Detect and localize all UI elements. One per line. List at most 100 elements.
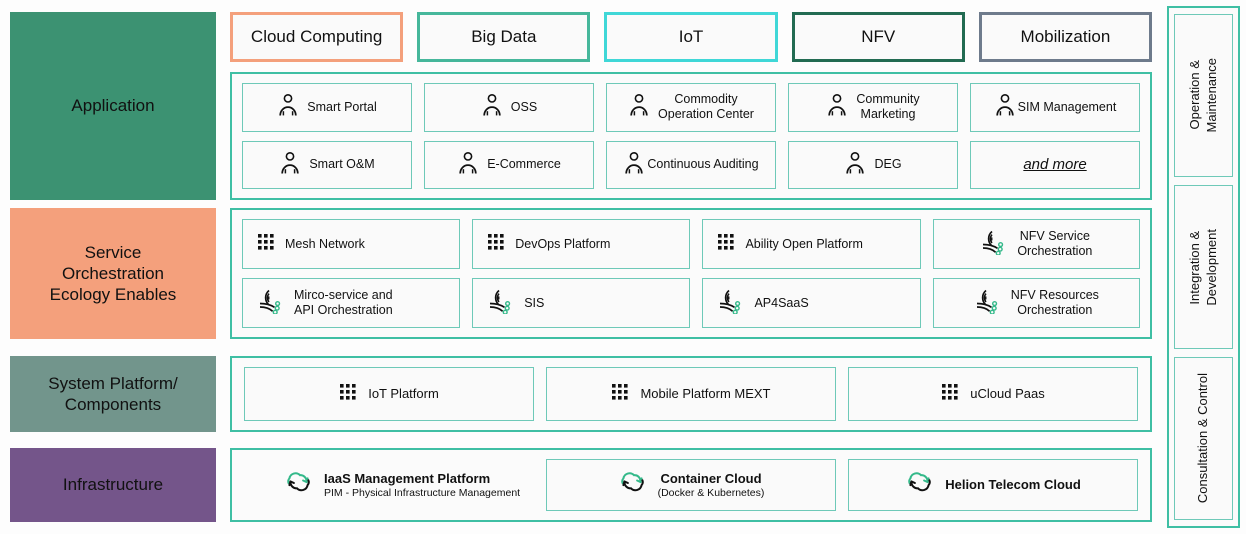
service-layer-container: Mesh Network DevOps Platform Ability Open … <box>230 208 1152 339</box>
system-item-label: Mobile Platform MEXT <box>640 386 771 402</box>
tag-nfv[interactable]: NFV <box>791 12 965 62</box>
application-item[interactable]: Community Marketing <box>788 83 958 132</box>
application-item[interactable]: DEG <box>788 140 958 189</box>
lifecycle-sidebar: Operation & Maintenance Integration & De… <box>1167 6 1240 528</box>
cloud-sync-icon <box>284 470 314 500</box>
tag-big-data-label: Big Data <box>471 27 537 46</box>
service-item[interactable]: NFV Resources Orchestration <box>932 278 1140 328</box>
person-icon <box>844 151 866 179</box>
grid-dots-icon <box>339 383 358 406</box>
service-item-label: AP4SaaS <box>754 295 809 310</box>
application-item[interactable]: and more <box>970 140 1140 189</box>
service-item[interactable]: Mirco-service and API Orchestration <box>242 278 461 328</box>
application-item[interactable]: SIM Management <box>970 83 1140 132</box>
layer-label-application: Application <box>10 12 216 200</box>
tag-cloud-computing-label: Cloud Computing <box>250 27 383 46</box>
application-item-label: Community Marketing <box>856 92 920 122</box>
service-item-label: NFV Service Orchestration <box>1017 229 1093 258</box>
service-item[interactable]: DevOps Platform <box>472 219 691 269</box>
service-item-grid: Mesh Network DevOps Platform Ability Open … <box>242 219 1140 328</box>
layer-label-system-text: System Platform/ Components <box>48 373 178 414</box>
infrastructure-item-subtitle: PIM - Physical Infrastructure Management <box>324 486 521 499</box>
sidebar-item-consultation-control[interactable]: Consultation & Control <box>1174 356 1233 520</box>
service-item[interactable]: Mesh Network <box>242 219 461 269</box>
person-icon <box>277 93 299 121</box>
service-item-label: Ability Open Platform <box>745 236 863 251</box>
system-item[interactable]: Mobile Platform MEXT <box>546 367 836 421</box>
application-item-label: and more <box>1023 155 1087 173</box>
sidebar-item-operation-maintenance-label: Operation & Maintenance <box>1186 58 1219 133</box>
sidebar-item-operation-maintenance[interactable]: Operation & Maintenance <box>1174 14 1233 178</box>
orchestration-icon <box>717 288 745 318</box>
application-item[interactable]: E-Commerce <box>424 140 594 189</box>
application-item[interactable]: OSS <box>424 83 594 132</box>
orchestration-icon <box>980 229 1008 259</box>
service-item[interactable]: AP4SaaS <box>702 278 921 328</box>
tag-iot-label: IoT <box>678 27 704 46</box>
tag-mobilization-label: Mobilization <box>1020 27 1111 46</box>
application-item-label: DEG <box>874 157 902 172</box>
infrastructure-item-title: Container Cloud <box>660 470 762 486</box>
system-layer-container: IoT Platform Mobile Platform MEXT uCloud P… <box>230 356 1152 432</box>
orchestration-icon <box>487 288 515 318</box>
service-item-label: SIS <box>524 295 545 310</box>
system-item[interactable]: uCloud Paas <box>848 367 1138 421</box>
tag-big-data[interactable]: Big Data <box>417 12 591 62</box>
grid-dots-icon <box>487 233 506 256</box>
system-item-grid: IoT Platform Mobile Platform MEXT uCloud P… <box>244 367 1138 421</box>
grid-dots-icon <box>941 383 960 406</box>
application-item-label: SIM Management <box>1017 99 1117 114</box>
layer-label-application-text: Application <box>71 96 155 116</box>
layer-label-infrastructure: Infrastructure <box>10 448 216 522</box>
sidebar-item-integration-development-label: Integration & Development <box>1186 228 1219 306</box>
application-item-label: Smart O&M <box>309 157 375 172</box>
layer-label-service: Service Orchestration Ecology Enables <box>10 208 216 339</box>
person-icon <box>279 151 301 179</box>
grid-dots-icon <box>717 233 736 256</box>
layer-label-system: System Platform/ Components <box>10 356 216 432</box>
grid-dots-icon <box>611 383 630 406</box>
service-item-label: Mirco-service and API Orchestration <box>294 288 393 317</box>
service-item-label: DevOps Platform <box>515 236 611 251</box>
application-item[interactable]: Smart O&M <box>242 140 412 189</box>
grid-dots-icon <box>257 233 276 256</box>
tag-cloud-computing[interactable]: Cloud Computing <box>230 12 404 62</box>
infrastructure-item[interactable]: Helion Telecom Cloud <box>848 459 1138 511</box>
sidebar-item-integration-development[interactable]: Integration & Development <box>1174 185 1233 349</box>
cloud-sync-icon <box>905 470 935 500</box>
person-icon <box>994 93 1016 121</box>
layer-label-infrastructure-text: Infrastructure <box>62 475 164 495</box>
application-item[interactable]: Continuous Auditing <box>606 140 776 189</box>
infrastructure-item-subtitle: (Docker & Kubernetes) <box>657 486 765 499</box>
service-item[interactable]: Ability Open Platform <box>702 219 921 269</box>
system-item[interactable]: IoT Platform <box>244 367 534 421</box>
application-item[interactable]: Commodity Operation Center <box>606 83 776 132</box>
tag-mobilization[interactable]: Mobilization <box>978 12 1153 62</box>
service-item-label: Mesh Network <box>285 236 365 251</box>
service-item[interactable]: NFV Service Orchestration <box>932 219 1140 269</box>
application-item[interactable]: Smart Portal <box>242 83 412 132</box>
service-item-label: NFV Resources Orchestration <box>1010 288 1099 317</box>
system-item-label: uCloud Paas <box>970 386 1045 402</box>
person-icon <box>481 93 503 121</box>
person-icon <box>628 93 650 121</box>
person-icon <box>623 151 645 179</box>
application-item-label: Continuous Auditing <box>647 157 759 172</box>
system-item-label: IoT Platform <box>368 386 439 402</box>
domain-tag-row: Cloud Computing Big Data IoT NFV Mobiliz… <box>230 12 1153 62</box>
orchestration-icon <box>257 288 285 318</box>
application-item-label: E-Commerce <box>487 157 561 172</box>
layer-label-service-text: Service Orchestration Ecology Enables <box>49 242 177 305</box>
infrastructure-item-title: Helion Telecom Cloud <box>945 477 1081 493</box>
tag-iot[interactable]: IoT <box>604 12 778 62</box>
infrastructure-item[interactable]: Container Cloud(Docker & Kubernetes) <box>546 459 836 511</box>
application-item-label: Smart Portal <box>307 99 377 114</box>
service-item[interactable]: SIS <box>472 278 691 328</box>
tag-nfv-label: NFV <box>861 27 896 46</box>
